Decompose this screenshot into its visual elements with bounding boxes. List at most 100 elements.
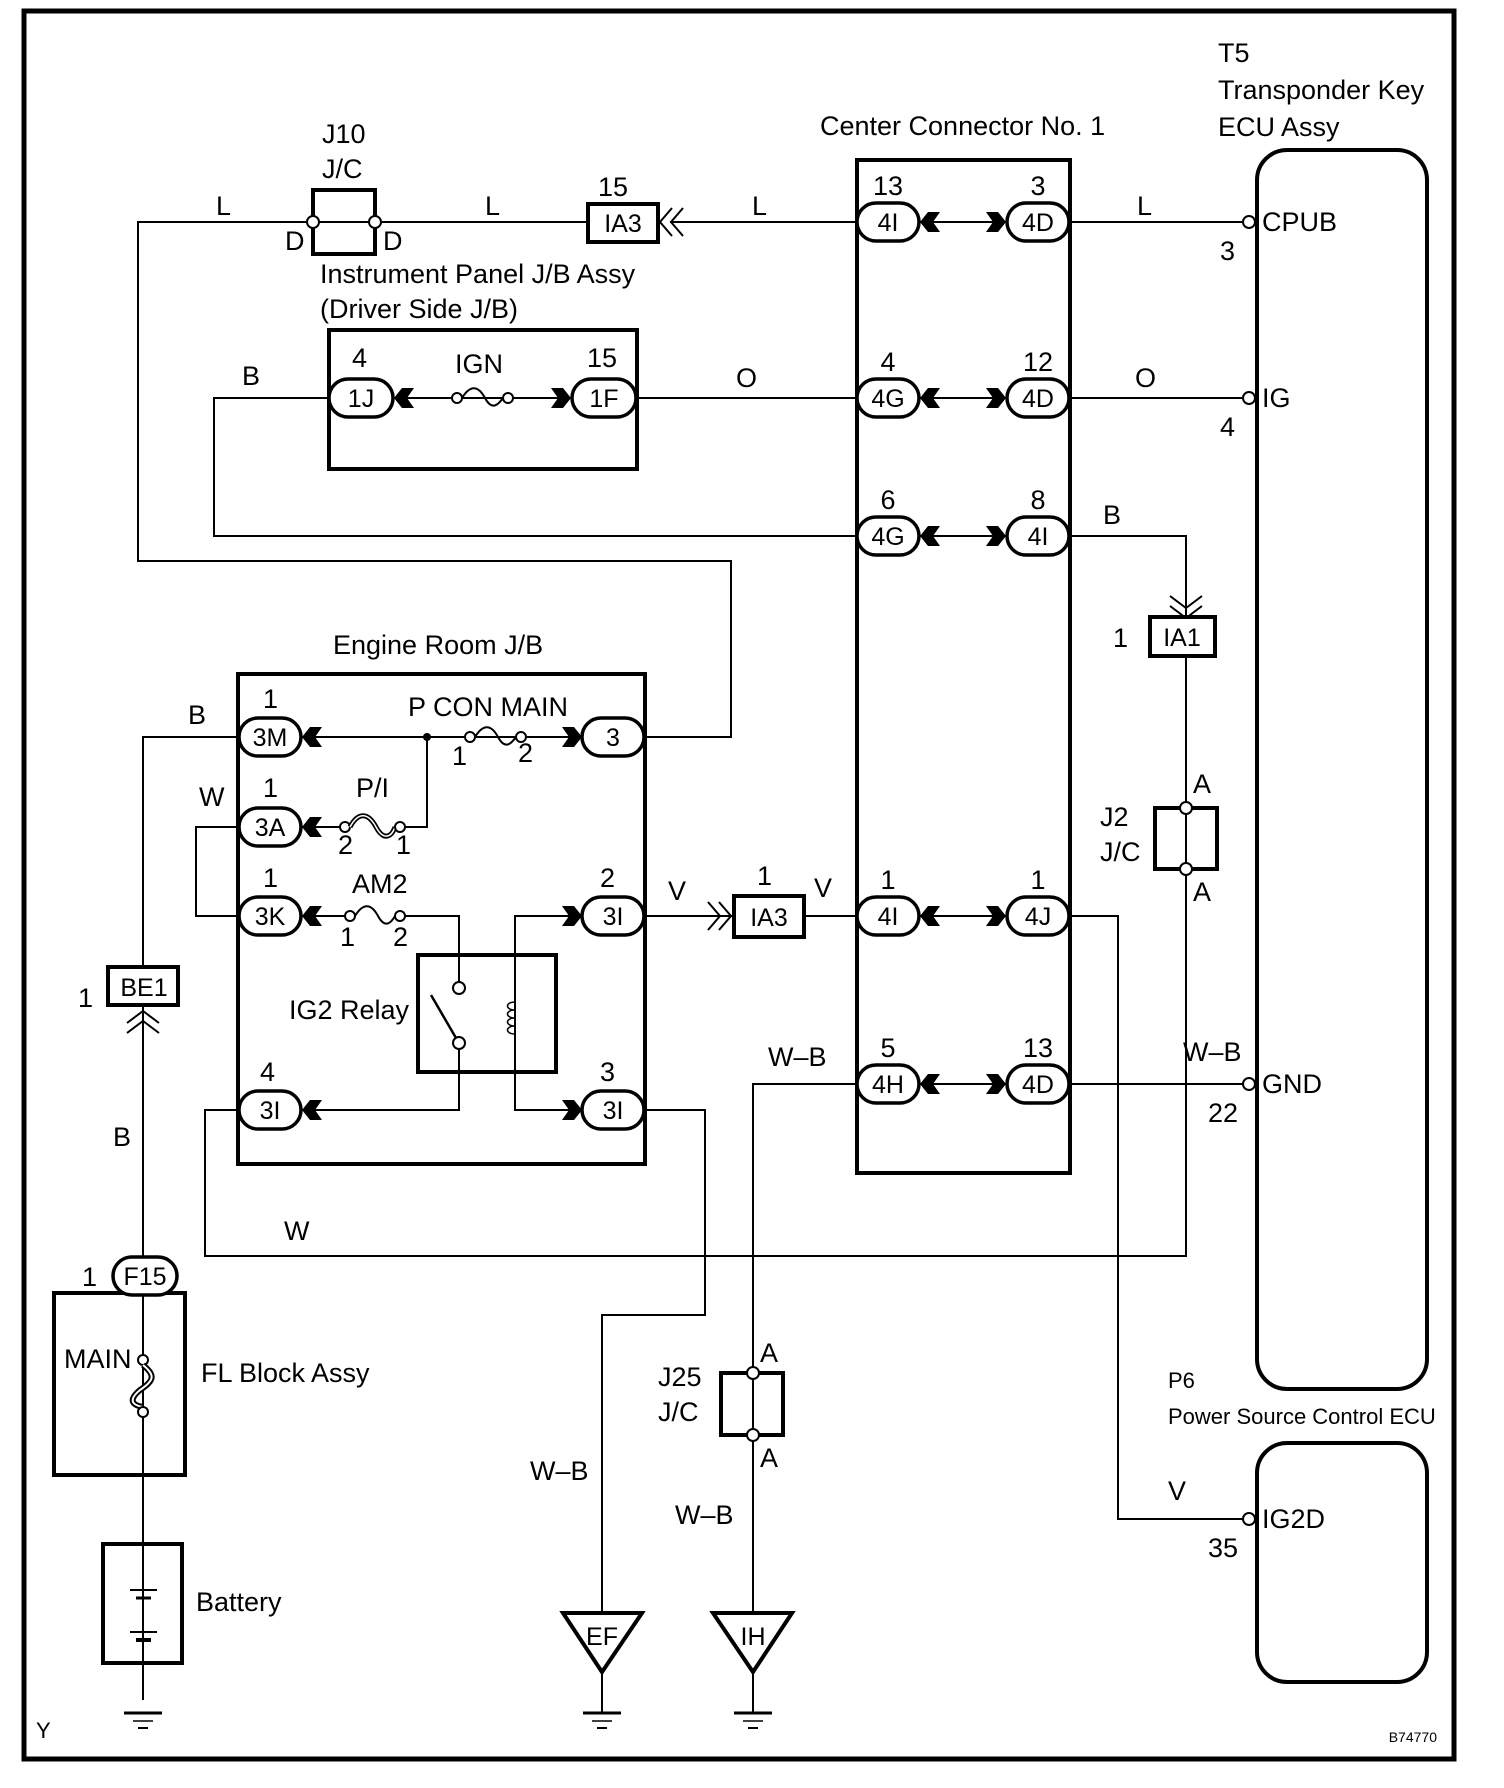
fuses — [129, 387, 527, 1418]
ip-jb-name-line1: Instrument Panel J/B Assy — [320, 259, 636, 289]
center-pill-right-1-label: 4D — [1022, 209, 1054, 237]
gnd-terminal — [1242, 1077, 1256, 1091]
wire-label-l3: L — [752, 191, 767, 221]
engine-chevron-3m — [302, 727, 322, 747]
ig-terminal — [1242, 391, 1256, 405]
t5-name-line2: ECU Assy — [1218, 112, 1340, 142]
pin-3i4-number: 4 — [260, 1057, 275, 1087]
center-pill-left-2: 4G4 — [855, 347, 921, 419]
center-chevron-left-3 — [920, 526, 940, 546]
engine-pill-3a-label: 3A — [255, 814, 286, 842]
center-chevron-right-5 — [986, 1074, 1006, 1094]
t5-name-line1: Transponder Key — [1218, 75, 1425, 105]
pin-cpub-name: CPUB — [1262, 207, 1337, 237]
f15-pill: F15 — [111, 1255, 179, 1297]
connector-chevrons — [302, 212, 1006, 1120]
battery-name: Battery — [196, 1587, 282, 1617]
center-pill-left-2-outline — [855, 377, 921, 419]
ip-jb-name-line2: (Driver Side J/B) — [320, 294, 518, 324]
pin-cpub-number: 3 — [1220, 236, 1235, 266]
wire-label-v-ig2d: V — [1168, 1476, 1186, 1506]
center-pin-left-2: 4 — [880, 347, 895, 377]
pin-3i2-number: 2 — [600, 863, 615, 893]
center-pin-left-4: 1 — [880, 865, 895, 895]
center-chevron-left-5 — [920, 1074, 940, 1094]
center-pill-left-5-label: 4H — [872, 1071, 904, 1099]
center-pin-right-3: 8 — [1030, 485, 1045, 515]
engine-chevron-3i_4 — [302, 1100, 322, 1120]
engine-pill-3k-outline — [237, 895, 303, 937]
main-fuse-label: MAIN — [64, 1344, 132, 1374]
ground-ef-code: EF — [586, 1623, 618, 1651]
engine-pill-3i_4: 3I — [237, 1089, 303, 1131]
f15-pill-label: F15 — [123, 1263, 166, 1291]
f15-pin: 1 — [82, 1262, 97, 1292]
pin-3m-number: 1 — [263, 684, 278, 714]
be1-pin: 1 — [78, 983, 93, 1013]
engine-pill-3m-label: 3M — [253, 724, 288, 752]
center-pin-left-1: 13 — [873, 171, 903, 201]
center-pill-left-4-outline — [855, 895, 921, 937]
engine-pill-3a-outline — [237, 806, 303, 848]
ef-ground-icon — [559, 1611, 646, 1729]
wire-label-l4: L — [1137, 191, 1152, 221]
pcon-pin1: 1 — [452, 741, 467, 771]
pin-3k-number: 1 — [263, 863, 278, 893]
pi-fuse-label: P/I — [356, 773, 389, 803]
corner-mark: Y — [36, 1718, 51, 1743]
pin-ig-number: 4 — [1220, 412, 1235, 442]
engine-chevron-3k — [302, 906, 322, 926]
center-pill-right-4-outline — [1005, 895, 1071, 937]
pi-fuse-icon — [339, 813, 406, 839]
center-chevron-left-4 — [920, 906, 940, 926]
center-pin-right-2: 12 — [1023, 347, 1053, 377]
engine-pill-p3i_3: 3I — [580, 1089, 646, 1131]
center-pin-right-4: 1 — [1030, 865, 1045, 895]
ip-pill-1j-outline — [327, 377, 395, 419]
ip-pill-1j: 1J — [327, 377, 395, 419]
wire-b-right — [1070, 535, 1187, 617]
wire-label-l1: L — [216, 191, 231, 221]
wire-b-ip — [213, 397, 857, 537]
center-pill-right-1-outline — [1005, 201, 1071, 243]
wire-label-v-left: V — [668, 876, 686, 906]
be1-box — [106, 965, 180, 1007]
center-chevron-left-1 — [920, 212, 940, 232]
ip-pill-1f-outline — [570, 377, 638, 419]
engine-pill-p3: 3 — [580, 716, 646, 758]
center-pin-left-5: 5 — [880, 1033, 895, 1063]
wire-label-wb-4h: W–B — [768, 1042, 827, 1072]
j10-code: J10 — [322, 119, 366, 149]
center-pill-right-3-outline — [1005, 515, 1071, 557]
wires — [137, 221, 1249, 1700]
j10-pin-right: D — [383, 226, 403, 256]
ih-ground-icon — [709, 1611, 796, 1729]
center-pill-right-5-outline — [1005, 1063, 1071, 1105]
engine-room-jb-title: Engine Room J/B — [333, 630, 543, 660]
ip-right-pin: 15 — [587, 343, 617, 373]
ip-left-pin: 4 — [352, 343, 367, 373]
center-pill-right-3: 4I8 — [1005, 485, 1071, 557]
wire-v-ig2d — [1070, 915, 1249, 1520]
center-pill-right-5-label: 4D — [1022, 1071, 1054, 1099]
engine-pill-3k: 3K — [237, 895, 303, 937]
ia3-lower-code: IA3 — [750, 904, 788, 932]
wire-label-wb-ef: W–B — [530, 1456, 589, 1486]
ign-fuse-label: IGN — [455, 349, 503, 379]
ground-icons — [124, 1611, 796, 1729]
ip-chevron-left — [394, 388, 414, 408]
am2-pin-left: 1 — [340, 922, 355, 952]
center-pill-left-5: 4H5 — [855, 1033, 921, 1105]
center-pill-right-1: 4D3 — [1005, 171, 1071, 243]
center-chevron-left-2 — [920, 388, 940, 408]
ip-pill-1f-label: 1F — [589, 385, 618, 413]
engine-pill-3i_4-label: 3I — [260, 1097, 281, 1125]
am2-fuse-icon — [344, 905, 406, 925]
ig2-relay-icon — [429, 981, 516, 1050]
am2-pin-right: 2 — [393, 922, 408, 952]
cpub-terminal — [1242, 215, 1256, 229]
engine-pill-3k-label: 3K — [255, 903, 286, 931]
